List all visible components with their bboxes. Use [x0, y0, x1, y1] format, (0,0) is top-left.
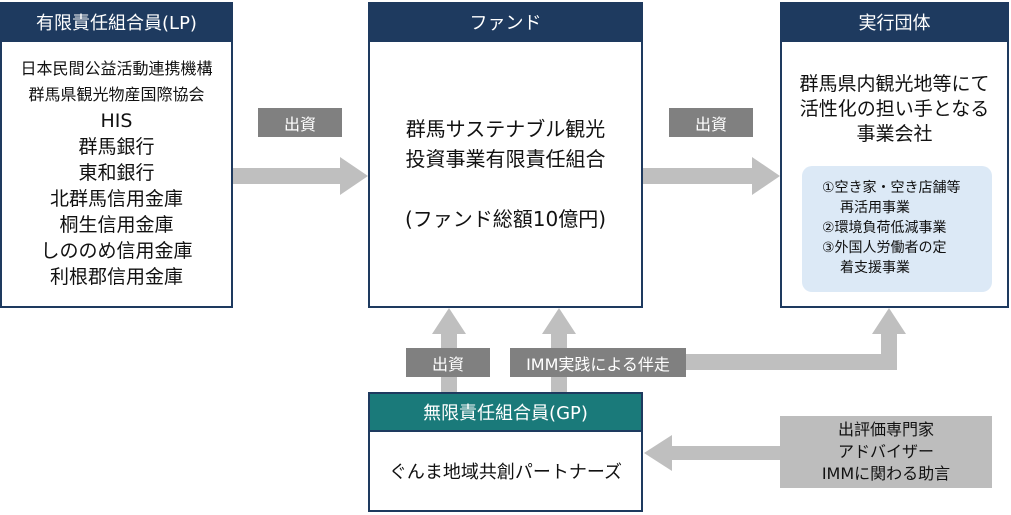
advisor-line: IMMに関わる助言: [821, 464, 951, 483]
advisor-line: アドバイザー: [837, 442, 934, 461]
fund-box: ファンド 群馬サステナブル観光 投資事業有限責任組合 (ファンド総額10億円): [368, 2, 643, 308]
arrow-advisors-to-gp: [644, 435, 780, 471]
lp-member: 日本民間公益活動連携機構: [20, 59, 213, 78]
fund-body: 群馬サステナブル観光 投資事業有限責任組合 (ファンド総額10億円): [370, 42, 641, 306]
lp-box: 有限責任組合員(LP) 日本民間公益活動連携機構 群馬県観光物産国際協会 HIS…: [0, 2, 233, 308]
fund-total: (ファンド総額10億円): [404, 207, 607, 231]
gp-title: 無限責任組合員(GP): [423, 403, 588, 424]
lp-member: HIS: [100, 110, 133, 132]
lp-member: 東和銀行: [78, 162, 155, 184]
fund-name-line2: 投資事業有限責任組合: [405, 147, 606, 171]
project-item: ①空き家・空き店舗等: [822, 180, 961, 196]
gp-body: ぐんま地域共創パートナーズ: [370, 432, 641, 510]
lp-member-list: 日本民間公益活動連携機構 群馬県観光物産国際協会 HIS 群馬銀行 東和銀行 北…: [2, 52, 231, 306]
lp-member: 北群馬信用金庫: [49, 188, 183, 210]
exec-box: 実行団体 群馬県内観光地等にて 活性化の担い手となる 事業会社 ①空き家・空き店…: [780, 2, 1009, 308]
tag-imm: IMM実践による伴走: [510, 348, 686, 377]
lp-title: 有限責任組合員(LP): [36, 13, 197, 34]
project-panel: ①空き家・空き店舗等 再活用事業 ②環境負荷低減事業 ③外国人労働者の定 着支援…: [802, 166, 992, 292]
arrow-lp-to-fund: [233, 157, 368, 195]
exec-desc-line: 事業会社: [856, 123, 933, 145]
arrow-imm-to-exec: [872, 308, 906, 370]
exec-desc: 群馬県内観光地等にて 活性化の担い手となる 事業会社: [782, 72, 1007, 147]
lp-member: 群馬銀行: [78, 136, 155, 158]
advisor-line: 出評価専門家: [837, 420, 934, 439]
gp-name: ぐんま地域共創パートナーズ: [388, 462, 623, 483]
fund-name-line1: 群馬サステナブル観光: [405, 117, 606, 141]
project-item: ③外国人労働者の定: [822, 240, 947, 256]
project-item: 着支援事業: [840, 260, 910, 276]
gp-box: 無限責任組合員(GP) ぐんま地域共創パートナーズ: [368, 392, 643, 512]
exec-desc-line: 群馬県内観光地等にて: [799, 73, 990, 95]
lp-member: 桐生信用金庫: [59, 214, 174, 236]
lp-member: 利根郡信用金庫: [49, 266, 183, 288]
tag-lp-investment: 出資: [258, 108, 342, 137]
lp-member: 群馬県観光物産国際協会: [28, 85, 205, 104]
tag-gp-investment: 出資: [406, 348, 490, 377]
gp-header: 無限責任組合員(GP): [370, 394, 641, 432]
project-item: ②環境負荷低減事業: [822, 220, 947, 236]
fund-title: ファンド: [469, 13, 542, 34]
arrow-fund-to-exec: [642, 157, 780, 195]
lp-header: 有限責任組合員(LP): [2, 4, 231, 42]
lp-member: しののめ信用金庫: [40, 240, 193, 262]
exec-title: 実行団体: [858, 13, 931, 34]
fund-header: ファンド: [370, 4, 641, 42]
tag-fund-investment: 出資: [669, 108, 753, 137]
advisors-box: 出評価専門家 アドバイザー IMMに関わる助言: [780, 416, 992, 488]
exec-desc-line: 活性化の担い手となる: [799, 98, 990, 120]
project-item: 再活用事業: [840, 200, 910, 216]
exec-header: 実行団体: [782, 4, 1007, 42]
